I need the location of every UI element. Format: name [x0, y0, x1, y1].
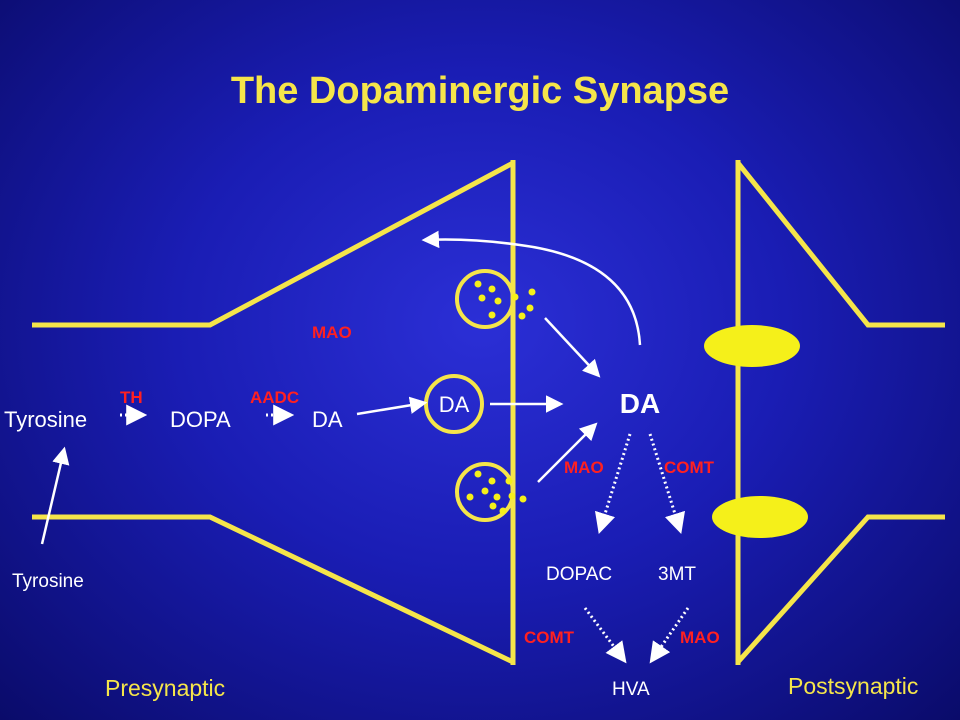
postsynaptic-membrane-top [736, 161, 945, 328]
presynaptic-membrane-top [32, 160, 515, 328]
tyrosine-uptake-arrow [40, 446, 70, 545]
tyrosine-uptake-label: Tyrosine [12, 571, 84, 592]
cleft-da-label: DA [620, 388, 660, 419]
metabolism-mao-label: MAO [564, 458, 604, 477]
vesicle-da-label: DA [439, 392, 470, 417]
postsynaptic-label: Postsynaptic [788, 673, 918, 699]
presynaptic-mao-label: MAO [312, 323, 352, 342]
mao-to-dopac-arrow [594, 433, 632, 535]
dopac-label: DOPAC [546, 564, 612, 585]
hva-label: HVA [612, 679, 650, 700]
dopamine-receptor-lower [712, 496, 808, 538]
tyrosine-label: Tyrosine [4, 407, 87, 432]
dopac-to-hva-arrow [583, 607, 627, 664]
dopa-label: DOPA [170, 407, 231, 432]
3mt-to-hva-arrow [649, 607, 690, 664]
metabolism-mao-bottom-label: MAO [680, 628, 720, 647]
reuptake-arrow [421, 230, 642, 346]
metabolism-comt-label: COMT [664, 458, 715, 477]
da-label: DA [312, 407, 343, 432]
presynaptic-label: Presynaptic [105, 675, 225, 701]
lower-release-arrow [537, 422, 598, 483]
dopamine-receptor-upper [704, 325, 800, 367]
enzyme-th-label: TH [120, 388, 143, 407]
enzyme-aadc-label: AADC [250, 388, 299, 407]
dopamine-molecules-upper [474, 280, 536, 320]
comt-to-3mt-arrow [648, 433, 686, 535]
page-title: The Dopaminergic Synapse [231, 70, 729, 112]
da-to-vesicle-arrow [356, 396, 428, 416]
dopamine-molecules-lower [466, 470, 527, 515]
vesicle-lower [455, 462, 515, 522]
upper-release-arrow [544, 317, 601, 378]
metabolism-comt-bottom-label: COMT [524, 628, 575, 647]
presynaptic-membrane-bottom [32, 514, 515, 665]
postsynaptic-membrane-bottom [736, 514, 945, 664]
three-mt-label: 3MT [658, 564, 696, 585]
